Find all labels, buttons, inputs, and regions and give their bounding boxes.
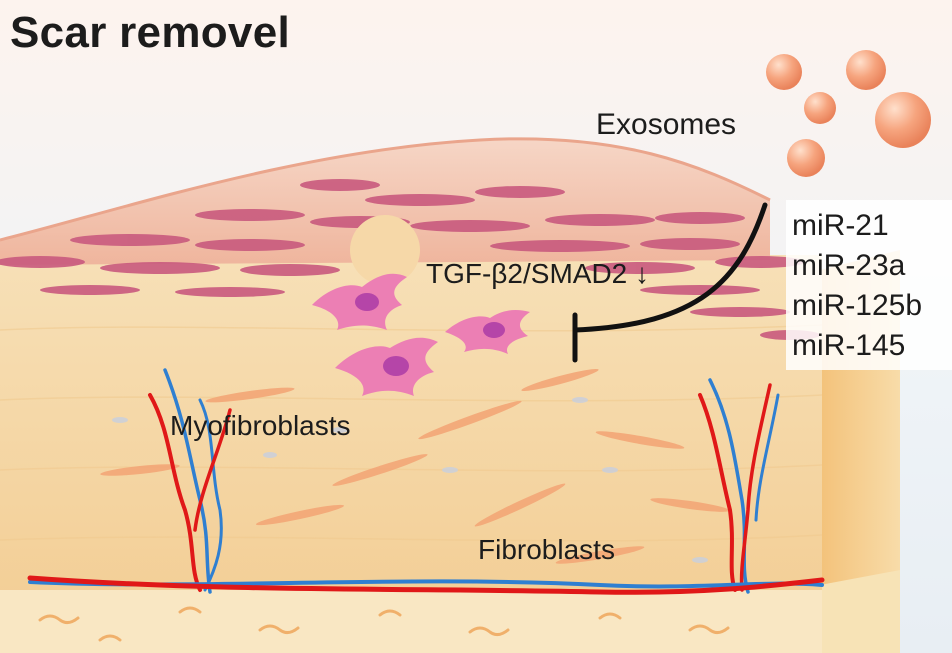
exosomes-label: Exosomes: [596, 108, 737, 141]
exosome-vesicle-icon: [766, 50, 931, 177]
mirna-panel: [786, 200, 952, 370]
fibroblasts-label: Fibroblasts: [478, 534, 615, 565]
hypodermis-layer: [0, 590, 822, 653]
adipose-squiggles: [38, 606, 730, 642]
dermis-layer: [0, 255, 823, 595]
myofibroblast-cells: [312, 273, 530, 396]
page-title: Scar removel: [10, 8, 290, 57]
collagen-flecks: [112, 397, 708, 563]
mirna-item: miR-125b: [792, 289, 923, 322]
fibroblast-cells: [100, 368, 730, 564]
pathway-label: TGF-β2/SMAD2 ↓: [426, 258, 650, 289]
blood-vessels: [27, 368, 825, 595]
wound-area: [350, 215, 420, 285]
mirna-list: miR-21 miR-23a miR-125b miR-145: [792, 207, 952, 365]
inhibition-arrow-icon: [572, 202, 768, 363]
myofibroblasts-label: Myofibroblasts: [170, 410, 351, 441]
mirna-item: miR-23a: [792, 249, 906, 282]
fibrotic-tissue-bands: [0, 179, 820, 340]
mirna-item: miR-145: [792, 329, 906, 362]
mirna-item: miR-21: [792, 209, 889, 242]
